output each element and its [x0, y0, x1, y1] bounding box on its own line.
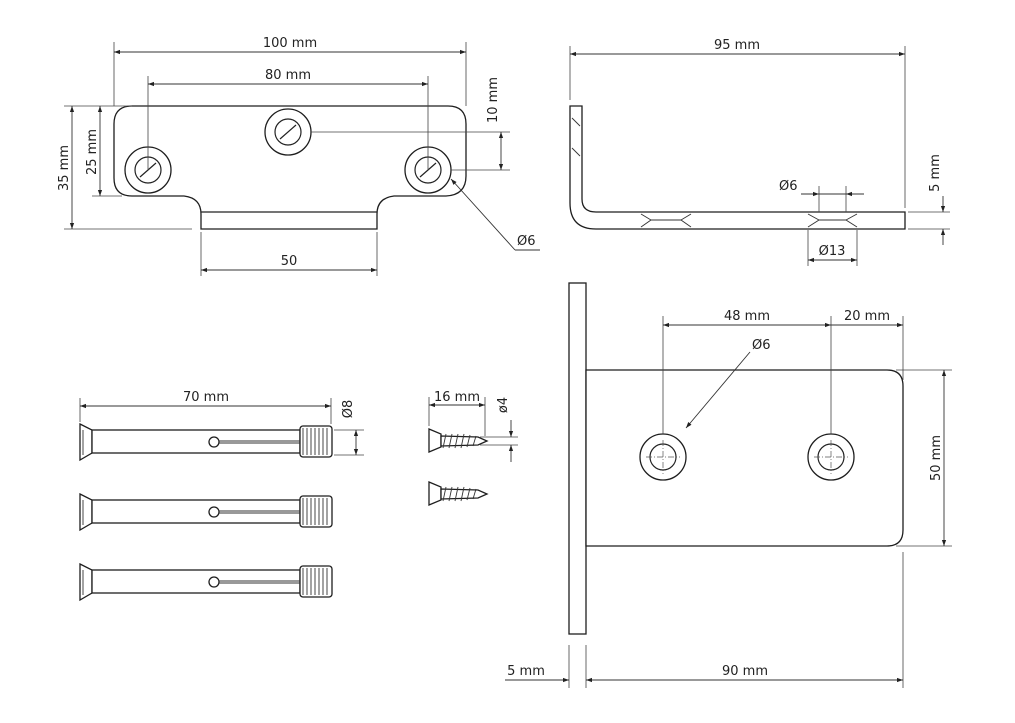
dim-length-label: 95 mm [714, 38, 760, 53]
bracket-profile [569, 105, 906, 230]
screws: 16 mm ø4 [428, 390, 518, 506]
hole-diameter-label: Ø6 [517, 234, 536, 249]
front-hole-diameter-label: Ø6 [752, 338, 771, 353]
screw-diameter-label: ø4 [496, 397, 511, 413]
dim-width-total-label: 100 mm [263, 36, 317, 51]
bracket-plate-outline [113, 105, 467, 230]
front-hole-right [807, 433, 855, 481]
anchor-bolt-3 [79, 563, 333, 601]
bolt-diameter-label: Ø8 [341, 400, 356, 419]
bolt-length-label: 70 mm [183, 390, 229, 405]
front-hole-spacing-label: 48 mm [724, 309, 770, 324]
bracket-arm [585, 369, 904, 547]
edge-offset-label: 20 mm [844, 309, 890, 324]
screw [428, 428, 489, 453]
screw-length-label: 16 mm [434, 390, 480, 405]
hole-center [264, 108, 312, 156]
dim-hole-spacing-label: 80 mm [265, 68, 311, 83]
projection-label: 90 mm [722, 664, 768, 679]
countersink-diameter-label: Ø13 [819, 244, 846, 259]
dim-height-total-label: 35 mm [57, 145, 72, 191]
plate-thickness-label: 5 mm [507, 664, 545, 679]
side-view: 95 mm 5 mm Ø6 Ø13 [569, 38, 950, 266]
wall-plate [568, 282, 587, 635]
front-view: 48 mm 20 mm Ø6 50 mm 5 mm 90 mm [505, 282, 952, 688]
dim-top-offset-label: 10 mm [486, 77, 501, 123]
plate-height-label: 50 mm [929, 435, 944, 481]
dim-tab-width-label: 50 [281, 254, 298, 269]
dim-hole-height-label: 25 mm [85, 129, 100, 175]
top-view: 100 mm 80 mm 35 mm 25 mm 10 mm 50 Ø6 [57, 36, 540, 276]
screw-2 [428, 481, 488, 506]
anchor-bolts: 70 mm Ø8 [79, 390, 364, 601]
anchor-bolt-2 [79, 493, 333, 531]
front-hole-left [639, 433, 687, 481]
leader-hole-diameter [450, 178, 516, 251]
side-hole-diameter-label: Ø6 [779, 179, 798, 194]
dim-thickness-label: 5 mm [928, 154, 943, 192]
front-leader-hole [685, 351, 751, 429]
anchor-bolt [79, 422, 333, 462]
